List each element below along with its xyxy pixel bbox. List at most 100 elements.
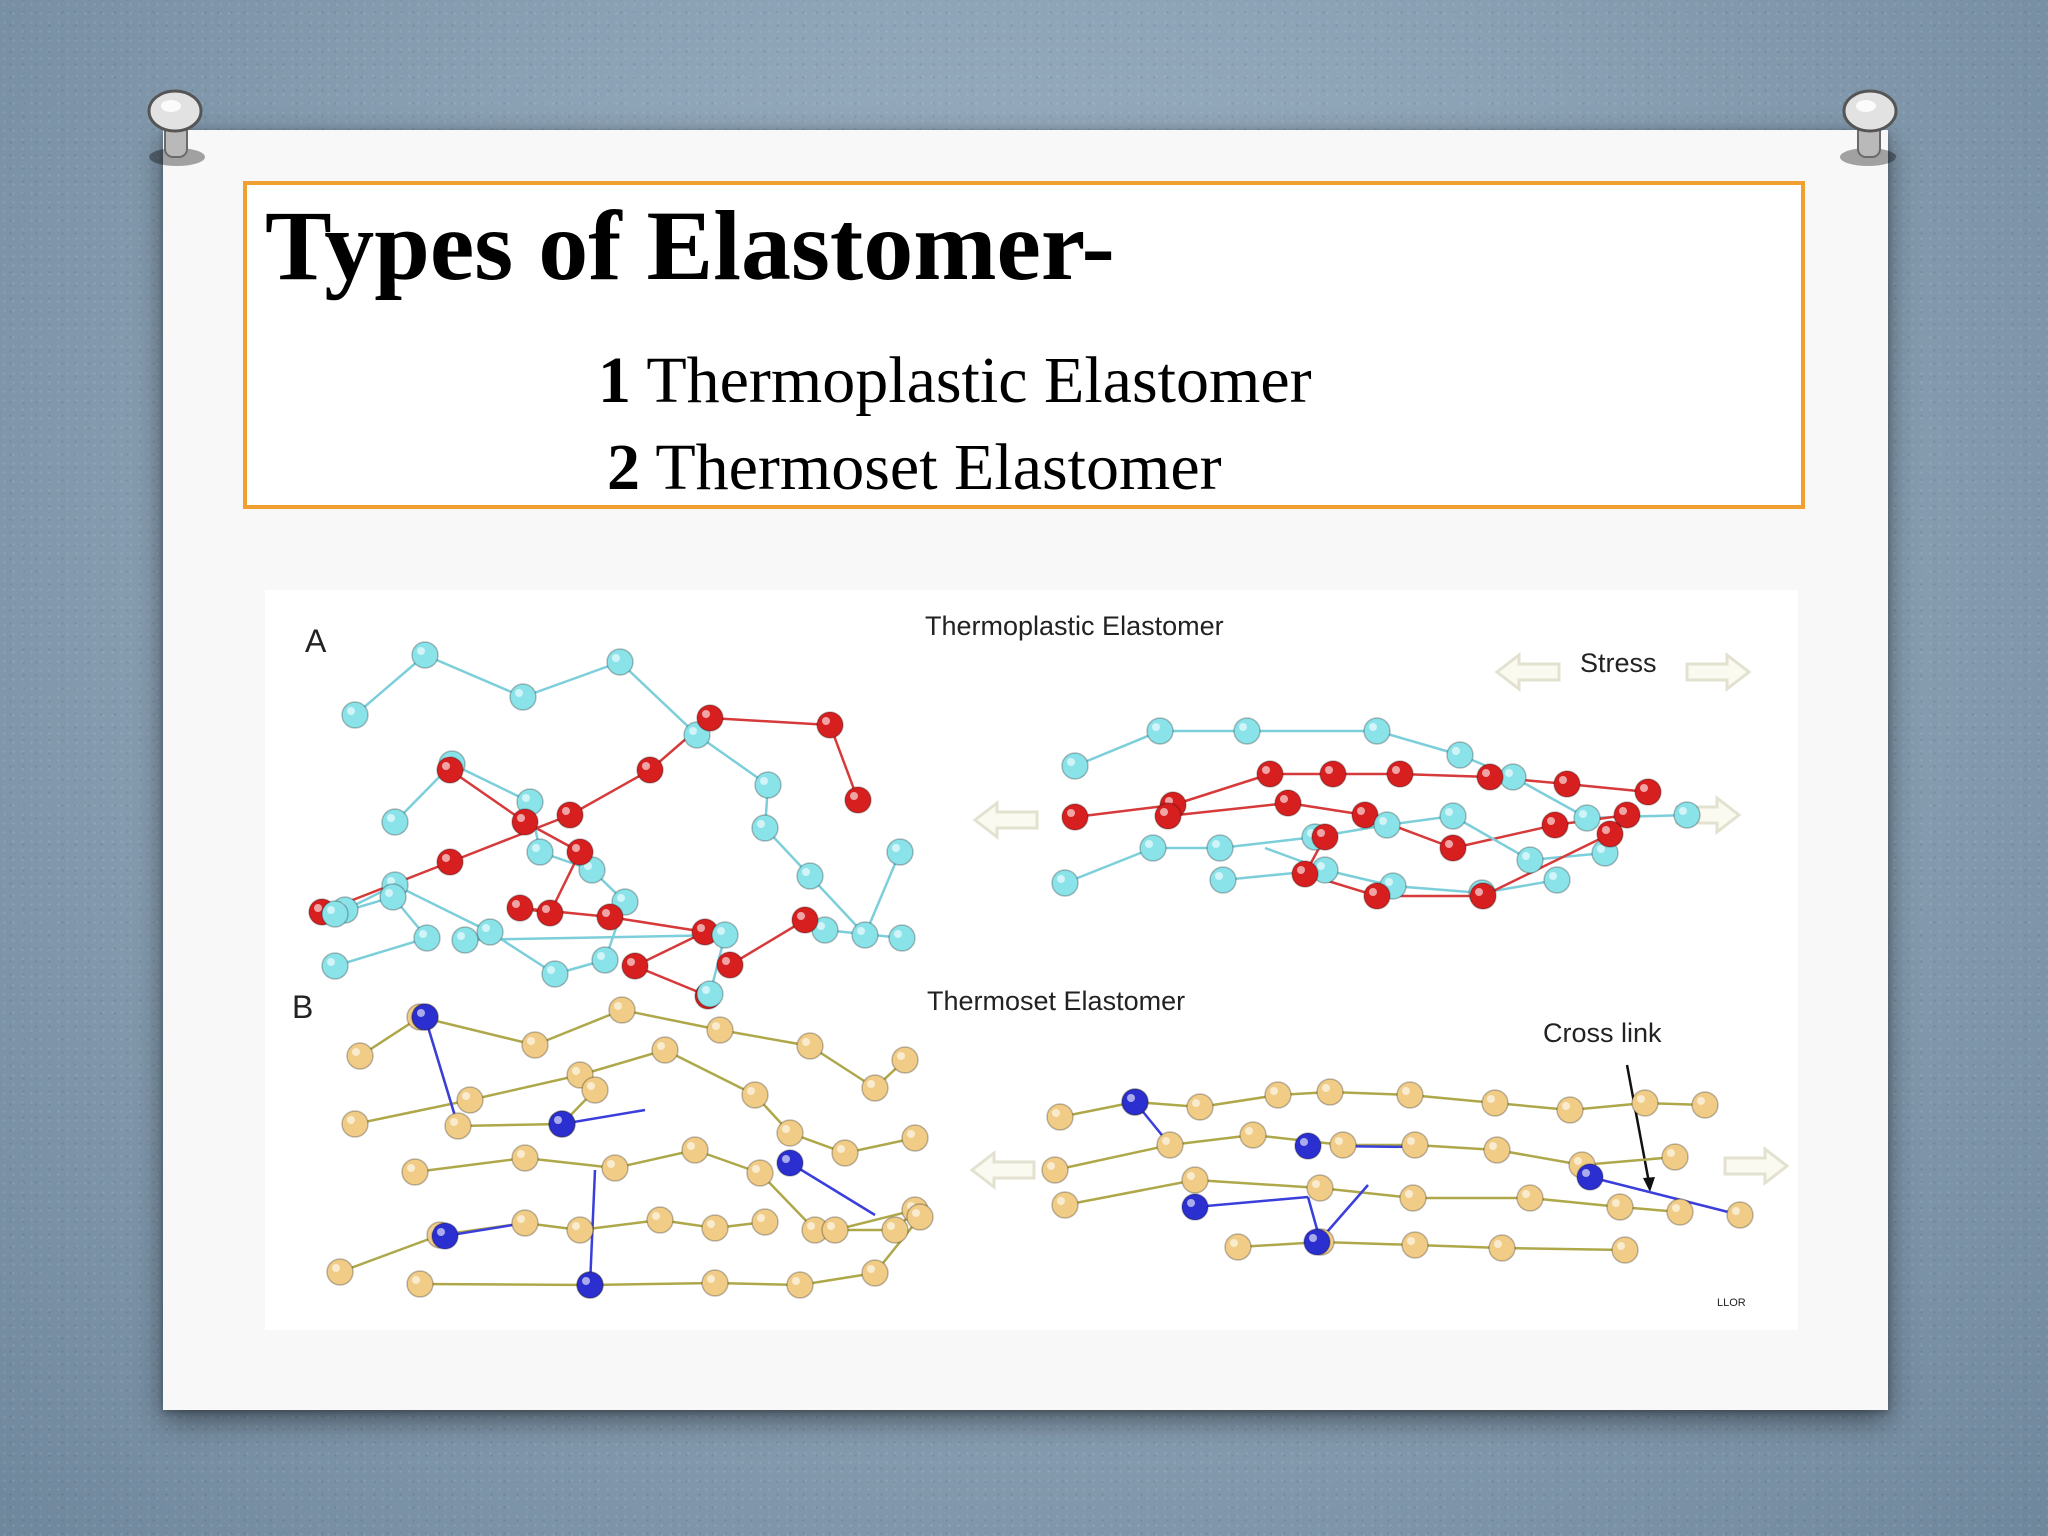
bead-highlight <box>1187 1199 1195 1207</box>
bead-highlight <box>607 1160 615 1168</box>
bead-cyan <box>1363 717 1391 745</box>
bead-highlight <box>1322 1084 1330 1092</box>
bead-red <box>1311 823 1339 851</box>
bead-gold <box>776 1119 804 1147</box>
panel-a-letter: A <box>305 623 327 659</box>
bond-line <box>1581 1155 1676 1167</box>
arrow-right-icon <box>1685 651 1752 693</box>
stress-label: Stress <box>1580 648 1657 678</box>
bead-gold <box>861 1074 889 1102</box>
bead-red <box>1634 778 1662 806</box>
bead-highlight <box>1407 1237 1415 1245</box>
bead-highlight <box>837 1145 845 1153</box>
bond-line <box>561 1108 646 1126</box>
list-item-label: Thermoplastic Elastomer <box>646 344 1312 417</box>
bead-highlight <box>1617 1242 1625 1250</box>
bead-highlight <box>887 1222 895 1230</box>
bead-gold <box>1661 1143 1689 1171</box>
bead-red <box>696 704 724 732</box>
bond-line <box>534 1008 623 1047</box>
bead-red <box>436 848 464 876</box>
bead-highlight <box>1602 826 1610 834</box>
bead-gold <box>706 1016 734 1044</box>
bead-highlight <box>792 1277 800 1285</box>
bead-highlight <box>817 922 825 930</box>
bond-line <box>524 1156 616 1170</box>
bond-line <box>759 1172 816 1231</box>
bead-red <box>1319 760 1347 788</box>
bead-highlight <box>1212 840 1220 848</box>
bead-red <box>1061 803 1089 831</box>
bead-gold <box>786 1271 814 1299</box>
bead-gold <box>796 1032 824 1060</box>
bead-gold <box>1306 1174 1334 1202</box>
bond-line <box>1194 1178 1321 1190</box>
bead-red <box>536 899 564 927</box>
list-item-thermoplastic: 1 Thermoplastic Elastomer <box>598 343 1312 419</box>
pin-right-icon <box>1840 89 1898 166</box>
bead-gold <box>608 996 636 1024</box>
bond-line <box>1064 846 1154 885</box>
bond-line <box>609 915 706 934</box>
bead-gold <box>746 1159 774 1187</box>
bead-highlight <box>1522 852 1530 860</box>
crosslink-pointer-icon <box>1625 1064 1655 1192</box>
bead-highlight <box>892 844 900 852</box>
bead-highlight <box>1187 1172 1195 1180</box>
bead-highlight <box>419 930 427 938</box>
bead-gold <box>1316 1078 1344 1106</box>
bead-highlight <box>1192 1099 1200 1107</box>
bead-highlight <box>1574 1157 1582 1165</box>
bead-highlight <box>1057 1197 1065 1205</box>
bead-highlight <box>907 1130 915 1138</box>
bead-gold <box>1556 1096 1584 1124</box>
bead-gold <box>1156 1131 1184 1159</box>
bead-highlight <box>614 1002 622 1010</box>
bead-highlight <box>1494 1240 1502 1248</box>
bead-gold <box>701 1214 729 1242</box>
bead-highlight <box>1732 1207 1740 1215</box>
bond-line <box>1074 803 1174 819</box>
bead-highlight <box>457 932 465 940</box>
bead-highlight <box>1145 840 1153 848</box>
bead-highlight <box>512 900 520 908</box>
bond-line <box>469 1073 581 1102</box>
bead-highlight <box>1317 862 1325 870</box>
bead-highlight <box>1612 1199 1620 1207</box>
bead-highlight <box>822 717 830 725</box>
bead-cyan <box>1446 741 1474 769</box>
bead-gold <box>456 1086 484 1114</box>
bead-highlight <box>1487 1095 1495 1103</box>
list-item-number: 2 <box>607 431 640 504</box>
bead-highlight <box>1549 872 1557 880</box>
bead-cyan <box>886 838 914 866</box>
bead-highlight <box>347 707 355 715</box>
bond-line <box>464 933 726 942</box>
bead-cyan <box>711 921 739 949</box>
bead-red <box>1439 834 1467 862</box>
bead-gold <box>1264 1081 1292 1109</box>
bond-line <box>1219 835 1316 850</box>
bond-line <box>1064 1178 1196 1207</box>
bond-line <box>664 1048 756 1097</box>
bead-red <box>511 808 539 836</box>
bead-highlight <box>1392 766 1400 774</box>
bond-line <box>1452 823 1556 850</box>
bead-highlight <box>782 1125 790 1133</box>
bead-highlight <box>572 844 580 852</box>
bead-highlight <box>1165 797 1173 805</box>
bead-gold <box>646 1206 674 1234</box>
bead-highlight <box>352 1048 360 1056</box>
bead-highlight <box>387 814 395 822</box>
bead-highlight <box>1445 840 1453 848</box>
bead-highlight <box>515 689 523 697</box>
bead-gold <box>1239 1121 1267 1149</box>
bead-red <box>566 838 594 866</box>
bead-highlight <box>562 807 570 815</box>
bead-red <box>621 952 649 980</box>
bond-line <box>1194 1195 1309 1209</box>
bead-gold <box>566 1216 594 1244</box>
bead-highlight <box>347 1116 355 1124</box>
bead-cyan <box>509 683 537 711</box>
bead-gold <box>1051 1191 1079 1219</box>
